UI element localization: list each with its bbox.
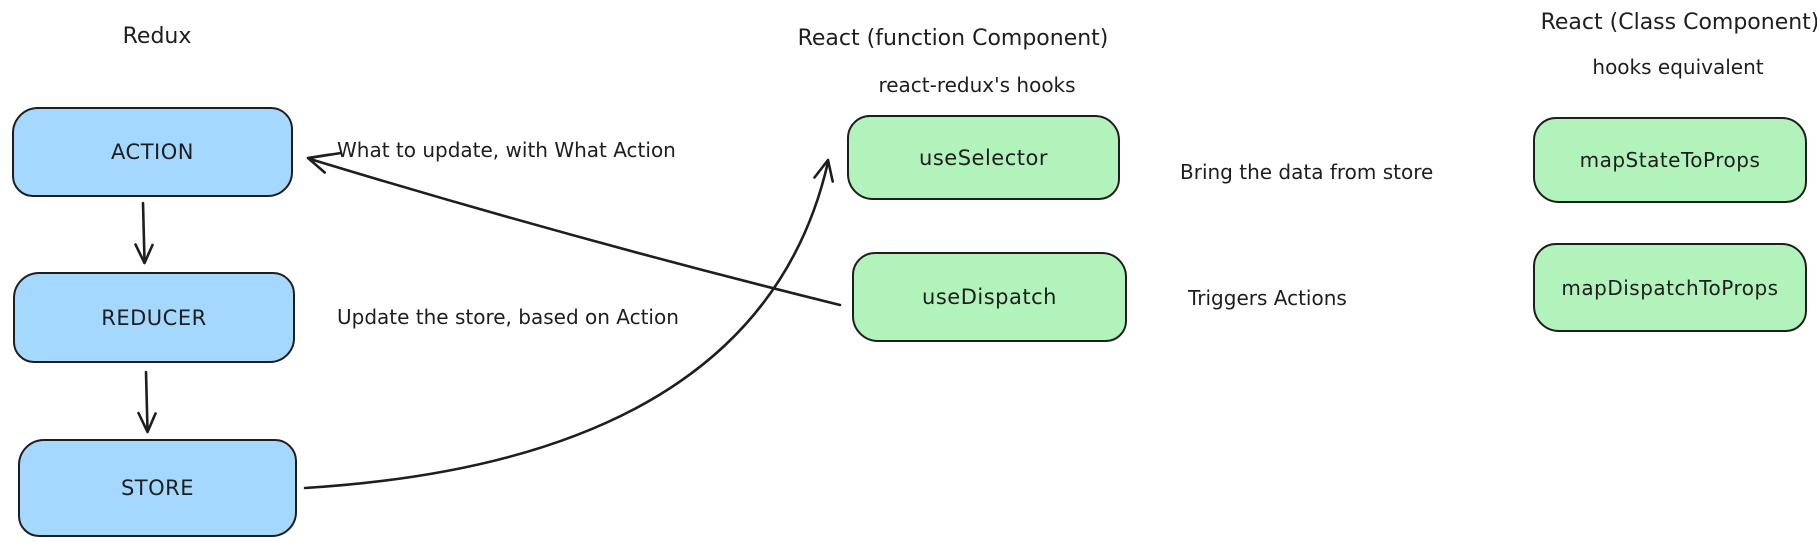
react-function-title: React (function Component): [797, 26, 1109, 51]
node-reducer-label: REDUCER: [101, 305, 207, 330]
react-class-title: React (Class Component): [1540, 10, 1817, 35]
node-useselector-label: useSelector: [919, 145, 1048, 170]
node-mapdispatchtoprops: mapDispatchToProps: [1533, 243, 1807, 332]
node-mapdispatchtoprops-label: mapDispatchToProps: [1561, 275, 1779, 300]
annotation-update-store: Update the store, based on Action: [337, 305, 679, 329]
node-action-label: ACTION: [111, 140, 194, 164]
node-store: STORE: [18, 439, 297, 537]
redux-column-title: Redux: [122, 24, 192, 49]
node-usedispatch: useDispatch: [852, 252, 1127, 342]
annotation-triggers-actions: Triggers Actions: [1188, 286, 1347, 310]
react-class-subtitle: hooks equivalent: [1592, 55, 1764, 79]
node-usedispatch-label: useDispatch: [922, 285, 1057, 309]
annotation-bring-data: Bring the data from store: [1180, 160, 1434, 184]
node-store-label: STORE: [120, 476, 195, 500]
node-mapstatetoprops: mapStateToProps: [1533, 117, 1807, 203]
node-reducer: REDUCER: [13, 272, 295, 363]
node-action: ACTION: [12, 107, 293, 197]
node-mapstatetoprops-label: mapStateToProps: [1579, 148, 1761, 172]
react-function-subtitle: react-redux's hooks: [878, 73, 1076, 97]
node-useselector: useSelector: [847, 115, 1120, 200]
annotation-what-to-update: What to update, with What Action: [337, 138, 676, 162]
